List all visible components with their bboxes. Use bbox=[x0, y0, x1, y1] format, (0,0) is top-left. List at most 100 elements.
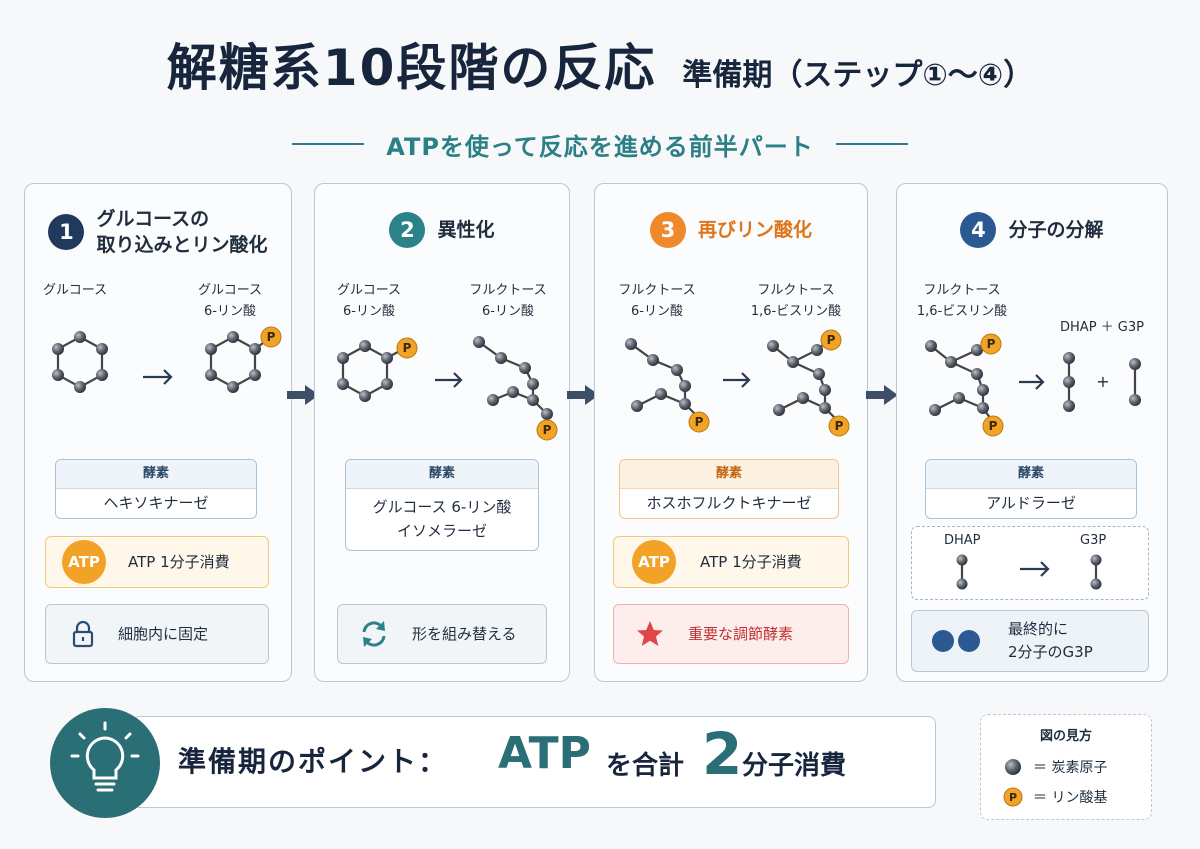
carbon-atom-icon bbox=[1005, 759, 1021, 775]
molecule-label-line: 6-リン酸 bbox=[631, 304, 683, 319]
note-text-line: 2分子のG3P bbox=[1008, 643, 1093, 661]
molecule-label: フルクトース 6-リン酸 bbox=[463, 280, 553, 322]
arrow-right-icon bbox=[1019, 374, 1045, 390]
point-number: 2 bbox=[702, 720, 743, 788]
carbon-atoms bbox=[52, 331, 108, 393]
molecule-label: グルコース bbox=[43, 283, 108, 298]
carbon-atoms bbox=[205, 331, 261, 393]
star-icon bbox=[637, 621, 663, 646]
phosphate-icon: P bbox=[828, 415, 850, 437]
molecule-label: グルコース 6-リン酸 bbox=[329, 280, 409, 322]
molecule-label-line: フルクトース bbox=[923, 283, 1001, 298]
enzyme-box: 酵素 ホスホフルクトキナーゼ bbox=[619, 459, 839, 519]
tagline-divider-left bbox=[292, 143, 365, 145]
carbon-atoms bbox=[1129, 358, 1141, 406]
legend: 図の見方 ＝ 炭素原子 P ＝ リン酸基 bbox=[980, 714, 1152, 820]
plus-sign: + bbox=[1096, 372, 1109, 391]
reaction-diagram: P P bbox=[337, 336, 558, 441]
note-text: 重要な調節酵素 bbox=[688, 624, 794, 643]
note-box: 最終的に 2分子のG3P bbox=[911, 610, 1149, 672]
step-header: 4 分子の分解 bbox=[897, 212, 1167, 248]
molecule-label-line: 6-リン酸 bbox=[343, 304, 395, 319]
molecule-label-line: フルクトース bbox=[469, 283, 547, 298]
svg-text:P: P bbox=[267, 330, 276, 344]
step-card-2: 2 異性化 グルコース 6-リン酸 フルクトース 6-リン酸 P bbox=[314, 183, 570, 682]
arrow-right-icon bbox=[143, 369, 173, 385]
point-box bbox=[132, 716, 936, 808]
dhap-label: DHAP bbox=[944, 533, 981, 548]
carbon-atoms bbox=[625, 338, 691, 412]
carbon-atoms bbox=[1063, 352, 1075, 412]
enzyme-name-line: イソメラーゼ bbox=[396, 522, 487, 540]
molecule-label-line: 1,6-ビスリン酸 bbox=[750, 304, 842, 319]
step-title-line: グルコースの bbox=[96, 208, 210, 230]
step-number-badge: 2 bbox=[389, 212, 426, 248]
molecule-label: グルコース 6-リン酸 bbox=[190, 280, 270, 322]
note-text: 最終的に 2分子のG3P bbox=[1008, 618, 1093, 664]
arrow-right-icon bbox=[1020, 561, 1050, 577]
legend-phosphate-text: ＝ リン酸基 bbox=[1033, 790, 1108, 806]
glucose-6-phosphate-molecule bbox=[209, 335, 272, 389]
molecule-label-line: グルコース bbox=[336, 283, 402, 298]
phosphate-icon: P bbox=[688, 411, 710, 433]
svg-text:P: P bbox=[695, 415, 704, 429]
phosphate-icon: P bbox=[820, 329, 842, 351]
atp-consumption-box: ATP ATP 1分子消費 bbox=[613, 536, 849, 588]
atp-consumption-text: ATP 1分子消費 bbox=[700, 552, 802, 571]
step-number-badge: 3 bbox=[649, 212, 686, 248]
note-box: 形を組み替える bbox=[337, 604, 547, 664]
point-tail: 分子消費 bbox=[742, 751, 847, 781]
step-title: 分子の分解 bbox=[1008, 219, 1104, 241]
svg-text:P: P bbox=[835, 419, 844, 433]
lightbulb-icon bbox=[70, 721, 140, 792]
step-title: 異性化 bbox=[437, 219, 495, 241]
legend-carbon-text: ＝ 炭素原子 bbox=[1033, 760, 1108, 776]
carbon-atoms bbox=[473, 336, 553, 420]
svg-text:P: P bbox=[543, 423, 552, 437]
step-card-3: 3 再びリン酸化 フルクトース 6-リン酸 フルクトース 1,6-ビスリン酸 P bbox=[594, 183, 868, 682]
molecule-label: フルクトース 1,6-ビスリン酸 bbox=[907, 280, 1017, 322]
atp-badge-icon: ATP bbox=[632, 540, 676, 584]
lock-icon bbox=[72, 620, 94, 648]
step-card-4: 4 分子の分解 フルクトース 1,6-ビスリン酸 DHAP ＋ G3P P P bbox=[896, 183, 1168, 682]
carbon-atoms bbox=[925, 340, 989, 416]
molecule-label: DHAP ＋ G3P bbox=[1060, 320, 1144, 335]
step-number-badge: 4 bbox=[960, 212, 997, 248]
refresh-icon bbox=[362, 621, 386, 647]
enzyme-box: 酵素 アルドラーゼ bbox=[925, 459, 1137, 519]
note-text: 細胞内に固定 bbox=[118, 624, 209, 643]
phosphate-icon: P bbox=[260, 326, 282, 348]
phosphate-icon: P bbox=[980, 333, 1002, 355]
enzyme-label: 酵素 bbox=[926, 460, 1136, 489]
step-title: グルコースの 取り込みとリン酸化 bbox=[96, 206, 267, 258]
step-title: 再びリン酸化 bbox=[697, 219, 812, 241]
isomerization-diagram bbox=[956, 554, 1102, 590]
reaction-diagram: P P P bbox=[625, 329, 850, 437]
carbon-atoms bbox=[767, 340, 831, 416]
atp-badge-icon: ATP bbox=[62, 540, 106, 584]
enzyme-label: 酵素 bbox=[56, 460, 256, 489]
flow-arrow-icon bbox=[287, 385, 319, 405]
phosphate-icon: P bbox=[396, 337, 418, 359]
glucose-6-phosphate-molecule bbox=[341, 344, 406, 398]
note-box: 重要な調節酵素 bbox=[613, 604, 849, 664]
point-mid: を合計 bbox=[606, 751, 685, 781]
step-header: 1 グルコースの 取り込みとリン酸化 bbox=[25, 206, 291, 258]
svg-text:P: P bbox=[403, 341, 412, 355]
legend-row-phosphate: P ＝ リン酸基 bbox=[1003, 787, 1107, 807]
g3p-label: G3P bbox=[1080, 533, 1107, 548]
phosphate-icon: P bbox=[536, 419, 558, 441]
enzyme-box: 酵素 ヘキソキナーゼ bbox=[55, 459, 257, 519]
phosphate-icon: P bbox=[982, 415, 1004, 437]
enzyme-name-line: グルコース 6-リン酸 bbox=[372, 498, 512, 516]
step-title-line: 取り込みとリン酸化 bbox=[96, 234, 268, 256]
reaction-diagram: P P + bbox=[925, 333, 1141, 437]
molecule-label-line: フルクトース bbox=[757, 283, 835, 298]
enzyme-name: ホスホフルクトキナーゼ bbox=[646, 494, 812, 512]
step-card-1: 1 グルコースの 取り込みとリン酸化 グルコース グルコース 6-リン酸 bbox=[24, 183, 292, 682]
tagline: ATPを使って反応を進める前半パート bbox=[386, 132, 814, 161]
note-text-line: 最終的に bbox=[1008, 620, 1069, 638]
svg-text:P: P bbox=[989, 419, 998, 433]
enzyme-box: 酵素 グルコース 6-リン酸 イソメラーゼ bbox=[345, 459, 539, 551]
molecule-label-line: 1,6-ビスリン酸 bbox=[916, 304, 1008, 319]
